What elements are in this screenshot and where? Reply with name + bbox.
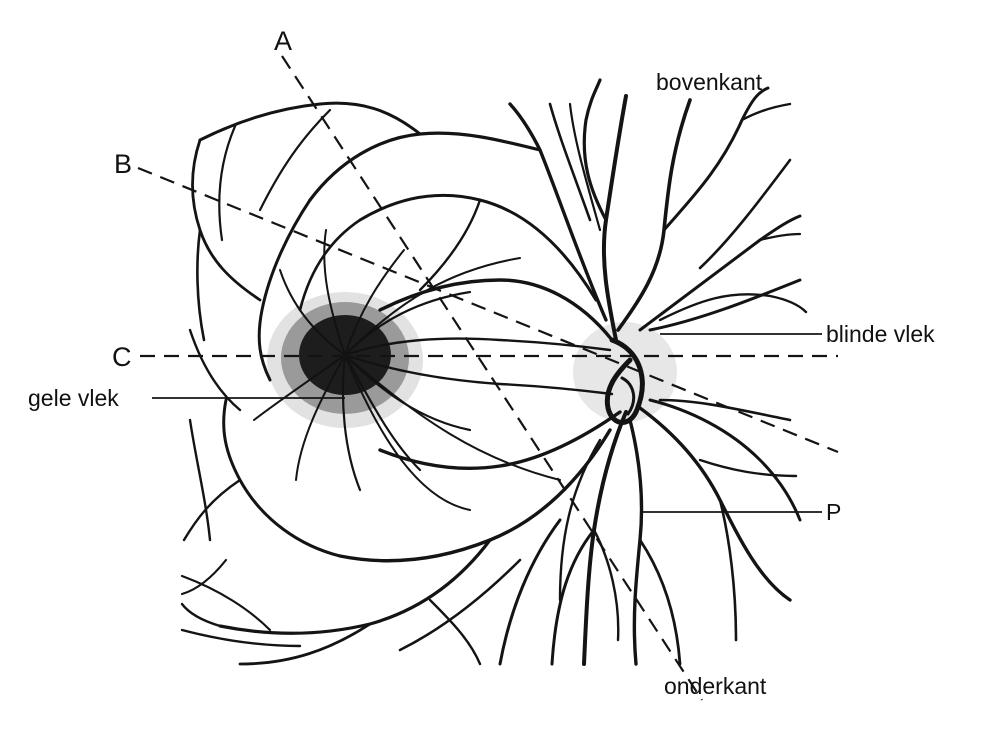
label-b: B bbox=[114, 149, 132, 179]
section-line-b bbox=[137, 166, 839, 454]
section-lines bbox=[137, 55, 839, 701]
section-line-a bbox=[281, 55, 703, 701]
label-c: C bbox=[112, 342, 132, 372]
macula-stipple bbox=[267, 292, 423, 428]
leader-lines bbox=[152, 333, 822, 513]
label-p: P bbox=[826, 499, 841, 525]
labels: A B C gele vlek bovenkant blinde vlek P … bbox=[28, 26, 935, 699]
label-onderkant: onderkant bbox=[664, 673, 767, 699]
optic-disc-stipple bbox=[573, 322, 677, 422]
label-blinde-vlek: blinde vlek bbox=[826, 321, 935, 347]
label-gele-vlek: gele vlek bbox=[28, 385, 119, 411]
label-bovenkant: bovenkant bbox=[656, 69, 763, 95]
label-a: A bbox=[274, 26, 292, 56]
